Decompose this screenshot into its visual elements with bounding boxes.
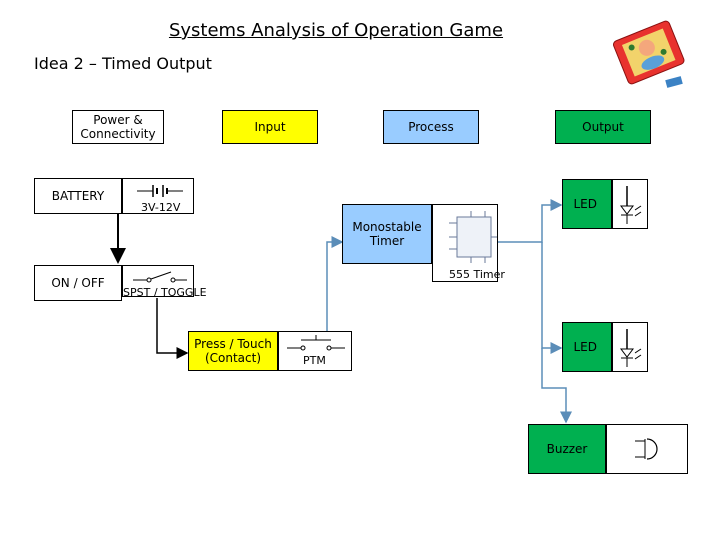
battery-block: BATTERY (34, 178, 122, 214)
led-symbol-icon (620, 186, 642, 224)
led-symbol-icon (620, 329, 642, 367)
wire-input-to-timer (326, 236, 344, 340)
buzzer-block: Buzzer (528, 424, 606, 474)
on-off-block: ON / OFF (34, 265, 122, 301)
buzzer-symbol-icon (635, 438, 658, 460)
input-header: Input (222, 110, 318, 144)
led-1-component (612, 179, 648, 229)
wire-timer-to-led2 (541, 242, 563, 354)
press-touch-block: Press / Touch (Contact) (188, 331, 278, 371)
timer-555-component: 555 Timer (432, 204, 505, 282)
battery-component: 3V-12V (122, 178, 194, 214)
timer-555-label: 555 Timer (449, 268, 505, 281)
battery-symbol-icon (137, 185, 183, 197)
toggle-switch-component: SPST / TOGGLE (122, 265, 207, 299)
switch-type-label: SPST / TOGGLE (123, 286, 207, 299)
toggle-switch-symbol-icon (133, 271, 187, 283)
page-title: Systems Analysis of Operation Game (168, 20, 504, 41)
wire-timer-to-led1 (497, 199, 563, 243)
ptm-label: PTM (303, 354, 326, 367)
push-switch-symbol-icon (287, 335, 345, 351)
battery-voltage-label: 3V-12V (141, 201, 181, 214)
ptm-component: PTM (278, 331, 352, 371)
led-2-component (612, 322, 648, 372)
wire-switch-to-input (156, 298, 189, 359)
led-2-block: LED (562, 322, 612, 372)
page-subtitle: Idea 2 – Timed Output (34, 54, 212, 73)
led-1-block: LED (562, 179, 612, 229)
operation-game-icon (606, 14, 690, 98)
monostable-timer-block: Monostable Timer (342, 204, 432, 264)
power-connectivity-header: Power & Connectivity (72, 110, 164, 144)
process-header: Process (383, 110, 479, 144)
buzzer-component (606, 424, 688, 474)
ic-chip-icon (449, 211, 497, 263)
output-header: Output (555, 110, 651, 144)
wire-timer-to-buzzer (541, 348, 572, 424)
